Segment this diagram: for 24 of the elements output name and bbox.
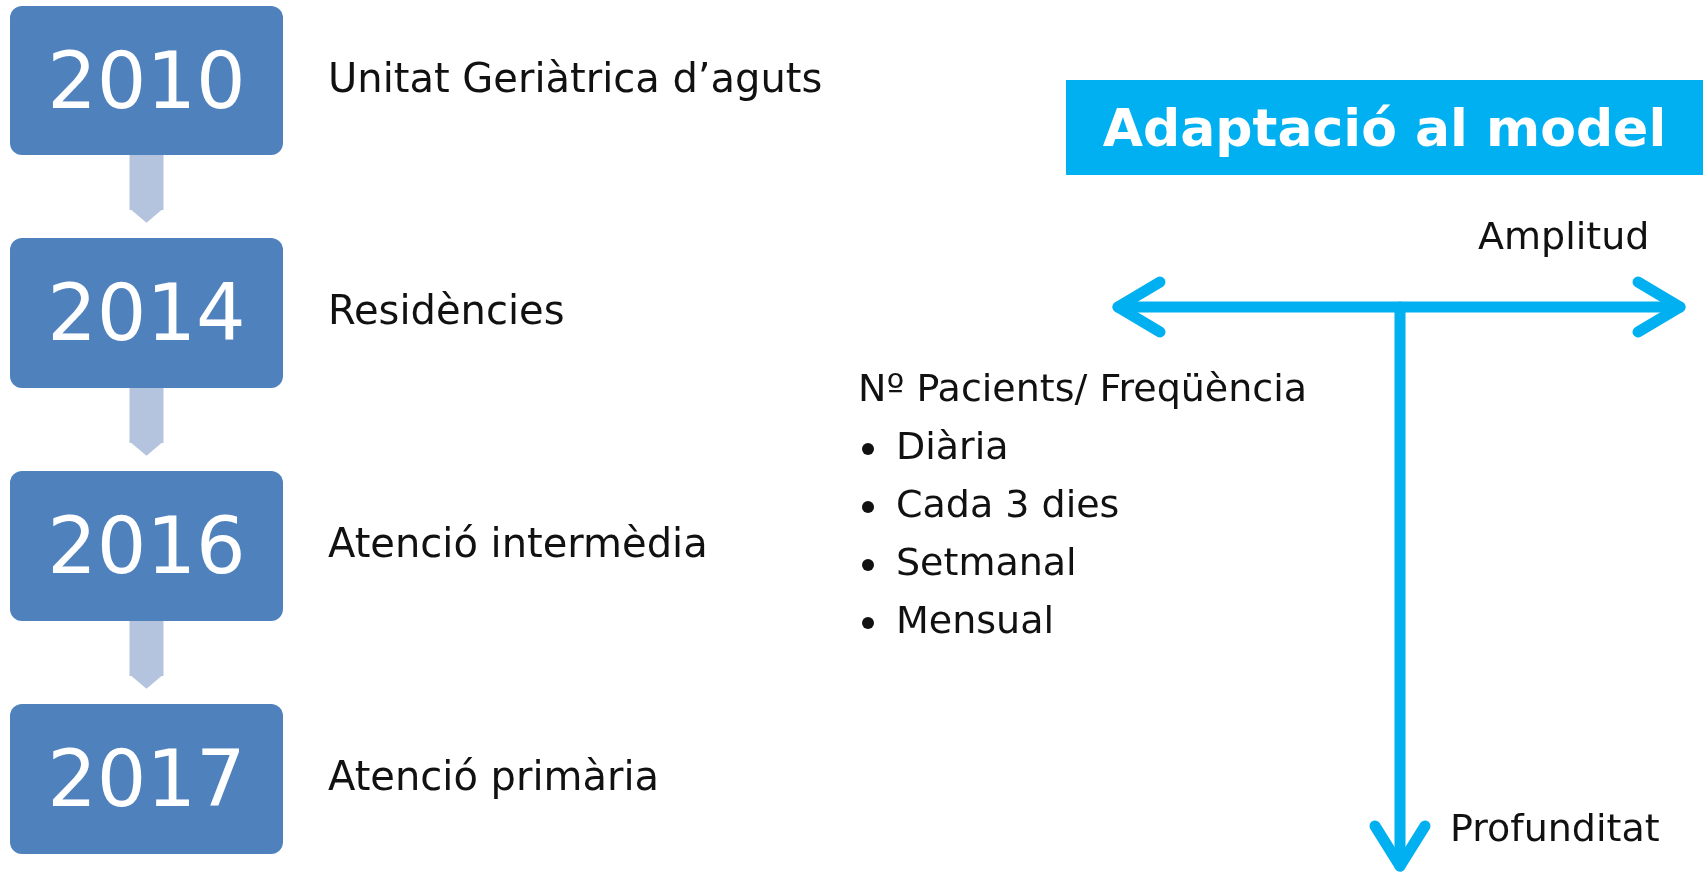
chevron-arrow: [129, 621, 164, 689]
milestone-text: Residències: [328, 287, 565, 333]
list-item: Diària: [896, 424, 1009, 468]
milestone-text: Atenció primària: [328, 753, 660, 799]
milestone-text: Unitat Geriàtrica d’aguts: [328, 54, 823, 101]
year-label: 2014: [47, 268, 246, 358]
year-label: 2017: [47, 734, 246, 824]
milestone-text: Atenció intermèdia: [328, 520, 708, 566]
list-item: Cada 3 dies: [896, 482, 1120, 526]
title-text: Adaptació al model: [1102, 97, 1667, 158]
chevron-arrow: [129, 155, 164, 223]
year-box: [10, 704, 283, 854]
year-box: [10, 238, 283, 388]
year-box: [10, 471, 283, 621]
chevron-arrow: [129, 388, 164, 456]
list-item: Setmanal: [896, 540, 1077, 584]
axis-label: Amplitud: [1478, 214, 1650, 258]
list-heading: Nº Pacients/ Freqüència: [858, 366, 1308, 410]
year-label: 2010: [47, 35, 246, 126]
year-box: [10, 6, 283, 155]
list-item: Mensual: [896, 598, 1054, 642]
title-banner: [1066, 80, 1703, 175]
year-label: 2016: [47, 501, 246, 591]
axis-label: Profunditat: [1450, 806, 1660, 850]
